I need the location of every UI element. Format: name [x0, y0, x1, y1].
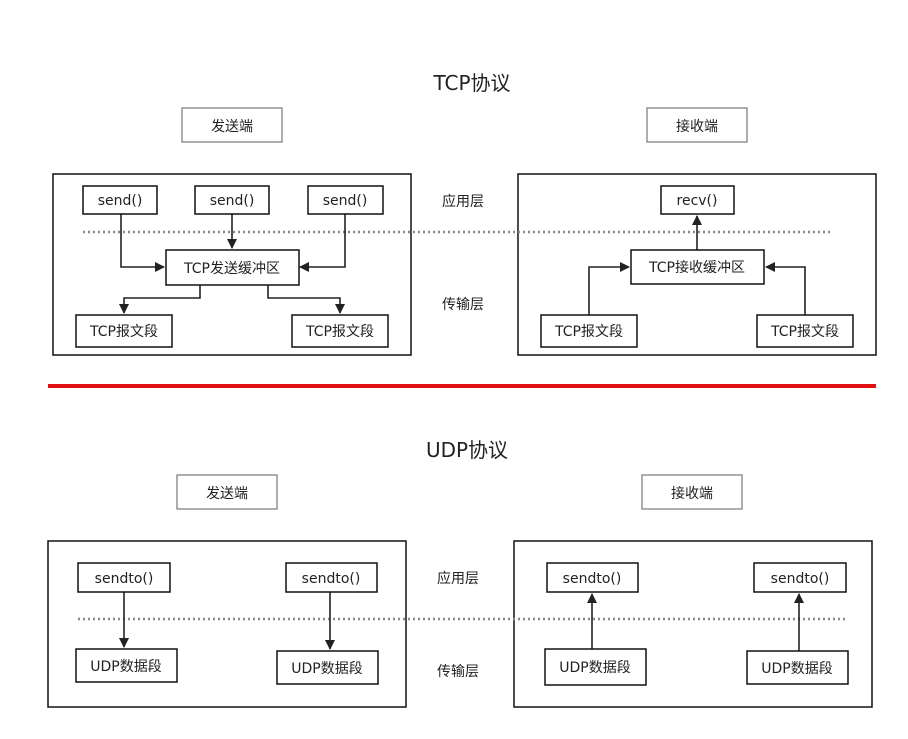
tcp-recv-segment-box-1	[540, 314, 638, 348]
udp-receiver-label: 接收端	[671, 485, 713, 502]
udp-recv-call-box-1	[546, 562, 639, 593]
udp-send-datagram-box-1	[75, 648, 178, 683]
tcp-send-box-1	[82, 185, 158, 215]
udp-section: UDP协议 发送端 接收端 应用层 传输层 sendto() sendto() …	[47, 438, 873, 708]
tcp-receiver-label-box	[646, 107, 748, 143]
udp-send-call-1: sendto()	[95, 571, 154, 587]
tcp-recv-call: recv()	[677, 193, 718, 209]
tcp-send-segment-box-2	[291, 314, 389, 348]
tcp-recv-buffer-box	[630, 249, 765, 285]
tcp-app-layer-label: 应用层	[442, 193, 484, 210]
udp-send-datagram-1: UDP数据段	[90, 659, 161, 675]
udp-send-call-2: sendto()	[302, 571, 361, 587]
tcp-segment-left-arrow	[119, 285, 201, 314]
udp-send-datagram-box-2	[276, 650, 379, 685]
tcp-send-box-3	[307, 185, 384, 215]
tcp-recv-call-box	[660, 185, 735, 215]
tcp-section: TCP协议 发送端 接收端 应用层 传输层 send() send() send…	[52, 71, 877, 356]
tcp-recv-segment-2: TCP报文段	[770, 324, 839, 340]
tcp-send3-arrow	[299, 214, 346, 272]
tcp-receiver-frame	[517, 173, 877, 356]
tcp-sender-label: 发送端	[211, 119, 253, 135]
tcp-recv-segment-box-2	[756, 314, 854, 348]
udp-transport-layer-label: 传输层	[437, 664, 479, 680]
udp-sender-label: 发送端	[206, 486, 248, 502]
tcp-title: TCP协议	[432, 71, 510, 95]
udp-title: UDP协议	[426, 438, 508, 462]
tcp-send-call-2: send()	[210, 193, 255, 209]
tcp-recv-right-arrow	[765, 262, 806, 315]
udp-recv-call-2: sendto()	[771, 571, 830, 587]
tcp-send-buffer-box	[165, 249, 300, 286]
tcp-recv-segment-1: TCP报文段	[554, 324, 623, 340]
udp-sender-frame	[47, 540, 407, 708]
udp-recv-datagram-1: UDP数据段	[559, 660, 630, 676]
udp-send-call-box-2	[285, 562, 378, 593]
udp-send-call-box-1	[77, 562, 171, 593]
tcp-send-buffer: TCP发送缓冲区	[183, 261, 280, 277]
tcp-sender-label-box	[181, 107, 283, 143]
udp-recv-call-1: sendto()	[563, 571, 622, 587]
udp-recv-datagram-box-2	[746, 650, 849, 685]
udp-receiver-label-box	[641, 474, 743, 510]
udp-sender-label-box	[176, 474, 278, 510]
tcp-send-call-1: send()	[98, 193, 143, 209]
tcp-send-box-2	[194, 185, 270, 215]
tcp-segment-right-arrow	[267, 285, 345, 314]
tcp-send-segment-1: TCP报文段	[89, 324, 158, 340]
tcp-send-segment-box-1	[75, 314, 173, 348]
udp-recv-datagram-box-1	[544, 648, 647, 686]
tcp-send-call-3: send()	[323, 193, 368, 209]
tcp-recv-left-arrow	[588, 262, 630, 315]
udp-recv-datagram-2: UDP数据段	[761, 661, 832, 677]
udp-app-layer-label: 应用层	[437, 570, 479, 587]
tcp-transport-layer-label: 传输层	[442, 297, 484, 313]
udp-send-datagram-2: UDP数据段	[291, 661, 362, 677]
tcp-receiver-label: 接收端	[676, 118, 718, 135]
tcp-recv-buffer: TCP接收缓冲区	[648, 259, 745, 276]
tcp-sender-frame	[52, 173, 412, 356]
tcp-send1-arrow	[120, 214, 165, 272]
udp-receiver-frame	[513, 540, 873, 708]
tcp-send-segment-2: TCP报文段	[305, 324, 374, 340]
udp-recv-call-box-2	[753, 562, 847, 593]
